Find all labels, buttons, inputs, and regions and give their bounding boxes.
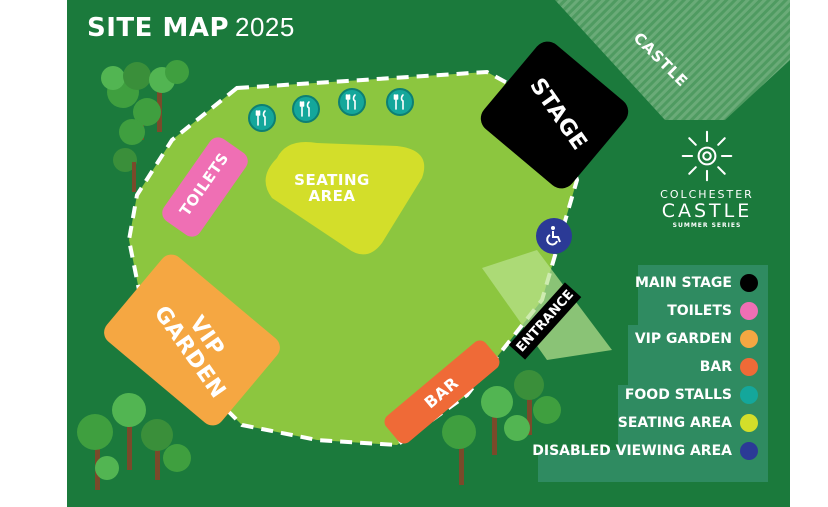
brand-line3: SUMMER SERIES: [672, 221, 742, 229]
legend-dot: [740, 358, 758, 376]
legend-item-disabled-viewing-area: DISABLED VIEWING AREA: [532, 437, 758, 465]
trees-layer: [77, 60, 561, 490]
brand-line1: COLCHESTER: [660, 188, 754, 201]
legend-item-main-stage: MAIN STAGE: [532, 269, 758, 297]
legend-label: TOILETS: [667, 303, 732, 319]
seating-label: SEATING AREA: [294, 171, 370, 205]
legend-label: MAIN STAGE: [634, 275, 732, 291]
legend: MAIN STAGE TOILETS VIP GARDEN BAR FOOD S…: [532, 265, 768, 482]
wheelchair-icon: [536, 218, 572, 254]
legend-dot: [740, 414, 758, 432]
brand-block: COLCHESTER CASTLE SUMMER SERIES: [652, 128, 762, 229]
legend-label: VIP GARDEN: [634, 331, 732, 347]
legend-panel: [538, 265, 768, 482]
sun-logo-icon: [681, 130, 733, 182]
legend-label: DISABLED VIEWING AREA: [532, 443, 732, 459]
tree-cluster-top-left: [101, 60, 189, 192]
legend-dot: [740, 442, 758, 460]
legend-items: MAIN STAGE TOILETS VIP GARDEN BAR FOOD S…: [532, 269, 758, 465]
legend-item-seating-area: SEATING AREA: [532, 409, 758, 437]
fork-knife-icon: [292, 95, 320, 123]
legend-item-vip-garden: VIP GARDEN: [532, 325, 758, 353]
title-main: SITE MAP: [87, 13, 229, 43]
legend-item-toilets: TOILETS: [532, 297, 758, 325]
brand-line2: CASTLE: [661, 200, 753, 222]
legend-dot: [740, 386, 758, 404]
fork-knife-icon: [338, 88, 366, 116]
title-year: 2025: [235, 12, 295, 42]
castle-area: [555, 0, 790, 120]
legend-label: BAR: [699, 359, 732, 375]
legend-label: SEATING AREA: [617, 415, 732, 431]
legend-dot: [740, 330, 758, 348]
tree-cluster-bottom-right: [442, 370, 561, 485]
fork-knife-icon: [386, 88, 414, 116]
seating-zone: [265, 142, 425, 255]
tree-cluster-bottom-left: [77, 393, 191, 490]
legend-label: FOOD STALLS: [624, 387, 732, 403]
legend-item-food-stalls: FOOD STALLS: [532, 381, 758, 409]
legend-dot: [740, 274, 758, 292]
fork-knife-icon: [248, 104, 276, 132]
legend-dot: [740, 302, 758, 320]
legend-item-bar: BAR: [532, 353, 758, 381]
